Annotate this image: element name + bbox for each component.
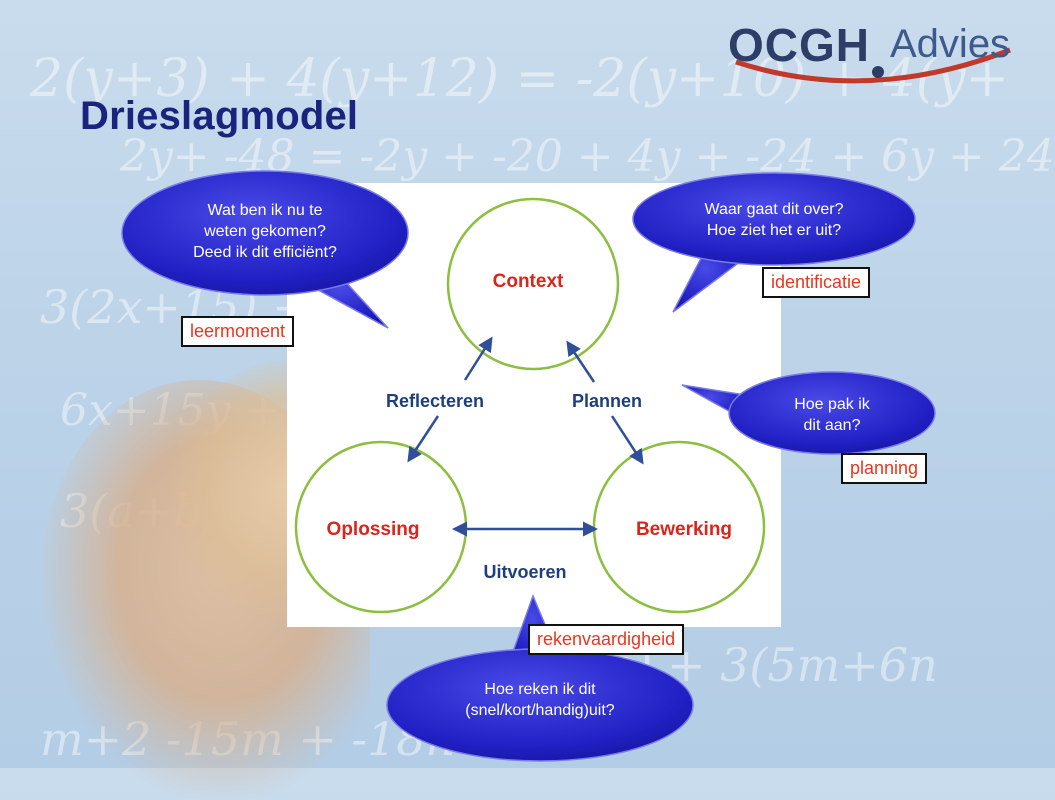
logo-sub: Advies — [890, 22, 1011, 66]
node-label-bewerking: Bewerking — [636, 519, 732, 540]
bubble-line: Hoe pak ik — [794, 396, 870, 413]
label-identificatie: identificatie — [762, 267, 871, 298]
arrow-to-context — [463, 336, 493, 381]
bubble-text-right: Hoe pak ik dit aan? — [762, 394, 902, 436]
arrow-from-context — [566, 340, 596, 383]
bubble-line: weten gekomen? — [204, 223, 326, 240]
bubble-line: Wat ben ik nu te — [207, 202, 323, 219]
bubble-text-top-right: Waar gaat dit over? Hoe ziet het er uit? — [664, 199, 884, 241]
bubble-line: Deed ik dit efficiënt? — [193, 244, 337, 261]
bubble-text-bottom: Hoe reken ik dit (snel/kort/handig)uit? — [420, 679, 660, 721]
node-circle-context — [446, 197, 620, 371]
bubble-line: (snel/kort/handig)uit? — [465, 702, 615, 719]
bubble-line: Hoe reken ik dit — [484, 681, 596, 698]
arrow-to-oplossing — [407, 415, 440, 463]
label-rekenvaardigheid: rekenvaardigheid — [528, 624, 685, 655]
logo-swoosh — [735, 47, 1011, 84]
drieslag-diagram: Context Oplossing Bewerking Reflecteren … — [294, 197, 766, 614]
edge-label-plannen: Plannen — [572, 391, 642, 411]
label-leermoment: leermoment — [181, 316, 295, 347]
bubble-text-top-left: Wat ben ik nu te weten gekomen? Deed ik … — [150, 200, 380, 263]
node-label-context: Context — [493, 271, 564, 292]
logo-brand: OCGH — [728, 19, 870, 71]
arrow-to-bewerking — [610, 415, 644, 465]
edge-label-uitvoeren: Uitvoeren — [483, 562, 566, 582]
bubble-line: Waar gaat dit over? — [704, 201, 844, 218]
bubble-line: dit aan? — [803, 417, 861, 434]
page-title: Drieslagmodel — [80, 94, 359, 138]
node-label-oplossing: Oplossing — [327, 519, 420, 540]
bubble-line: Hoe ziet het er uit? — [706, 222, 842, 239]
ocgh-logo: OCGH Advies — [728, 10, 1018, 84]
edge-label-reflecteren: Reflecteren — [386, 391, 484, 411]
label-planning: planning — [841, 453, 928, 484]
